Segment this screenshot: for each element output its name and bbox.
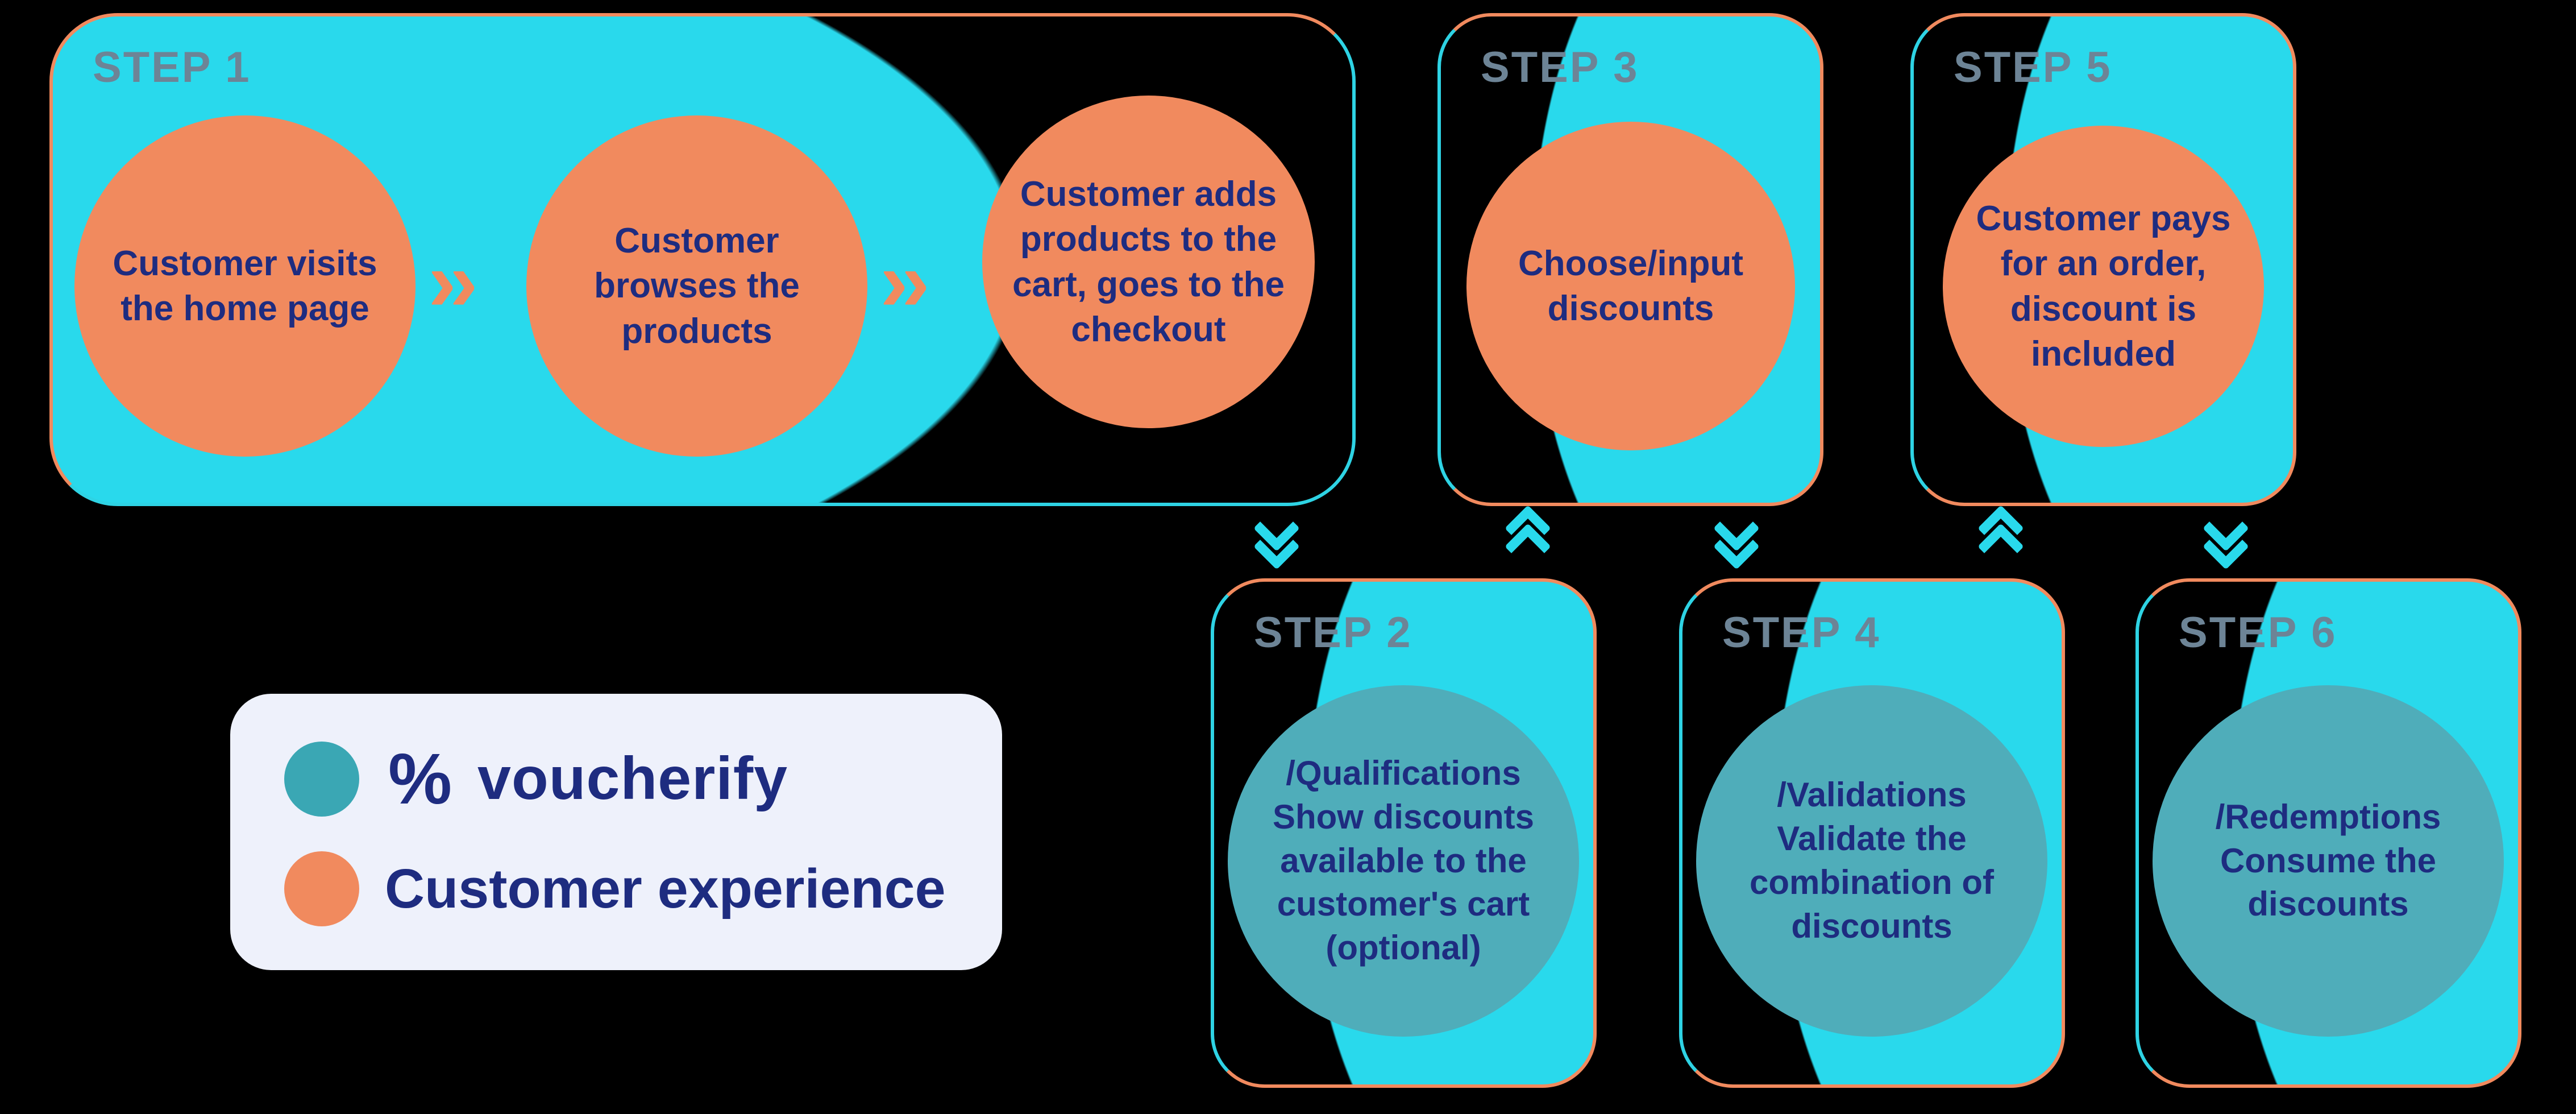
step6-circle: /Redemptions Consume the discounts bbox=[2153, 685, 2504, 1037]
step1-circle-visit-text: Customer visits the home page bbox=[113, 243, 377, 328]
step1-label: STEP 1 bbox=[93, 43, 251, 92]
percent-icon: % bbox=[388, 739, 452, 819]
step3-circle: Choose/input discounts bbox=[1466, 122, 1795, 450]
legend-row-customer: Customer experience bbox=[284, 851, 948, 926]
redemptions-desc: Consume the discounts bbox=[2220, 841, 2437, 923]
qualifications-desc: Show discounts available to the customer… bbox=[1272, 797, 1535, 967]
chevron-right-icon: ›› bbox=[428, 233, 478, 329]
step6-label: STEP 6 bbox=[2179, 608, 2337, 657]
step3-card: STEP 3 Choose/input discounts bbox=[1437, 13, 1823, 506]
step1-circle-checkout: Customer adds products to the cart, goes… bbox=[982, 96, 1315, 428]
step2-circle: /Qualifications Show discounts available… bbox=[1228, 685, 1579, 1037]
step6-circle-text: /Redemptions Consume the discounts bbox=[2180, 796, 2477, 926]
step5-label: STEP 5 bbox=[1954, 43, 2112, 92]
customer-dot-icon bbox=[284, 851, 359, 926]
step1-circle-visit: Customer visits the home page bbox=[74, 115, 416, 457]
step1-circle-checkout-text: Customer adds products to the cart, goes… bbox=[1012, 174, 1285, 349]
arrow-down-icon bbox=[1253, 504, 1301, 570]
redemptions-api-label: /Redemptions bbox=[2215, 797, 2441, 836]
step2-label: STEP 2 bbox=[1254, 608, 1412, 657]
arrow-down-icon bbox=[1713, 504, 1760, 570]
voucherify-dot-icon bbox=[284, 741, 359, 817]
step1-circle-browse: Customer browses the products bbox=[526, 115, 867, 457]
chevron-right-icon: ›› bbox=[880, 233, 930, 329]
step2-circle-text: /Qualifications Show discounts available… bbox=[1255, 752, 1552, 970]
arrow-up-icon bbox=[1504, 504, 1552, 570]
step1-circle-browse-text: Customer browses the products bbox=[594, 221, 800, 351]
voucherify-wordmark: voucherify bbox=[477, 745, 788, 812]
step5-circle: Customer pays for an order, discount is … bbox=[1943, 126, 2264, 447]
step5-circle-text: Customer pays for an order, discount is … bbox=[1976, 198, 2231, 374]
step2-card: STEP 2 /Qualifications Show discounts av… bbox=[1211, 578, 1597, 1088]
step4-circle-text: /Validations Validate the combination of… bbox=[1723, 773, 2020, 948]
step5-card: STEP 5 Customer pays for an order, disco… bbox=[1910, 13, 2296, 506]
validations-api-label: /Validations bbox=[1777, 776, 1967, 814]
step4-circle: /Validations Validate the combination of… bbox=[1696, 685, 2047, 1037]
validations-desc: Validate the combination of discounts bbox=[1750, 819, 1994, 945]
arrow-up-icon bbox=[1977, 504, 2025, 570]
qualifications-api-label: /Qualifications bbox=[1286, 754, 1521, 792]
legend-card: % voucherify Customer experience bbox=[230, 694, 1002, 970]
step3-label: STEP 3 bbox=[1481, 43, 1639, 92]
legend-row-voucherify: % voucherify bbox=[284, 738, 948, 820]
step4-card: STEP 4 /Validations Validate the combina… bbox=[1679, 578, 2065, 1088]
step1-card: STEP 1 Customer visits the home page ›› … bbox=[49, 13, 1356, 506]
step4-label: STEP 4 bbox=[1722, 608, 1881, 657]
step6-card: STEP 6 /Redemptions Consume the discount… bbox=[2135, 578, 2521, 1088]
customer-experience-label: Customer experience bbox=[385, 858, 946, 920]
step3-circle-text: Choose/input discounts bbox=[1518, 243, 1744, 328]
arrow-down-icon bbox=[2202, 504, 2250, 570]
